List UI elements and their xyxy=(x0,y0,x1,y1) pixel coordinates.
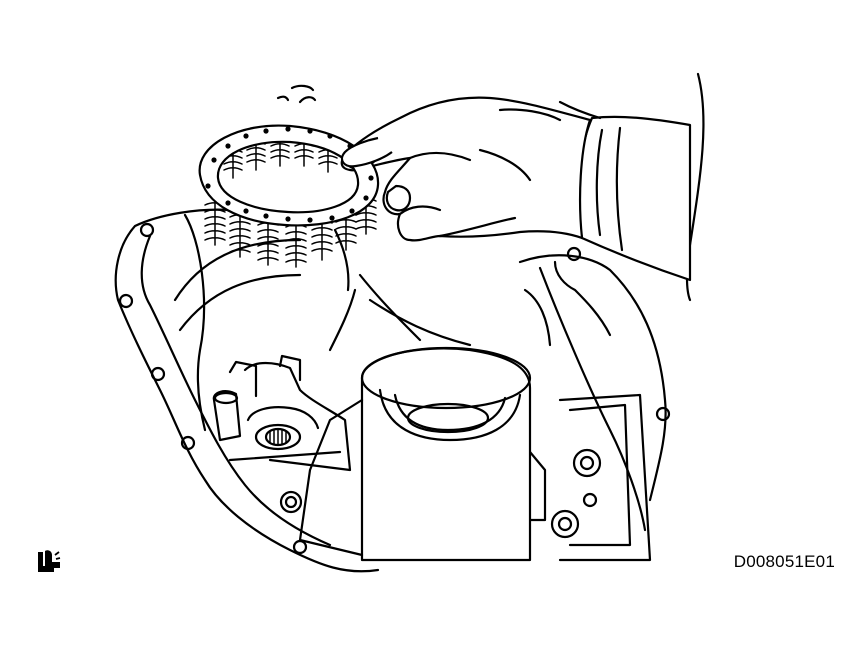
technician-hand xyxy=(340,72,705,302)
figure-code: D008051E01 xyxy=(733,552,835,571)
hand-tool-icon xyxy=(38,550,61,572)
thumb xyxy=(340,136,393,168)
transaxle-case xyxy=(114,84,671,573)
clutch-return-spring-assembly xyxy=(198,124,380,268)
